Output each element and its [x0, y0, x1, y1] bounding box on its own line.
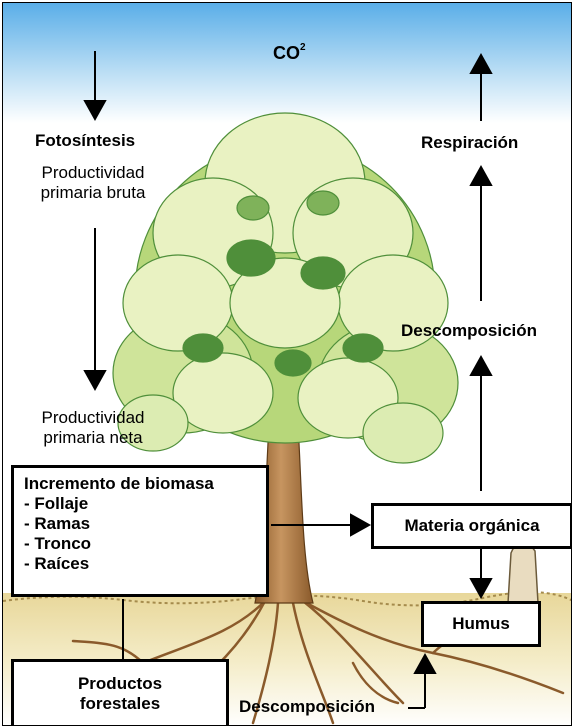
- biomass-title: Incremento de biomasa: [24, 474, 256, 494]
- arrow-head-down: [85, 371, 105, 389]
- gross-line-1: Productividad: [23, 163, 163, 183]
- arrow-head-right: [351, 515, 369, 535]
- net-line-1: Productividad: [23, 408, 163, 428]
- net-productivity-label: Productividad primaria neta: [23, 408, 163, 449]
- biomass-box: Incremento de biomasa - Follaje - Ramas …: [11, 465, 269, 597]
- forest-products-line-1: Productos: [78, 674, 162, 694]
- co2-text: CO: [273, 43, 300, 63]
- organic-matter-box: Materia orgánica: [371, 503, 572, 549]
- tree-canopy: [113, 113, 458, 463]
- gross-line-2: primaria bruta: [23, 183, 163, 203]
- co2-superscript: 2: [300, 42, 306, 53]
- biomass-item-trunk: - Tronco: [24, 534, 256, 554]
- organic-matter-label: Materia orgánica: [404, 516, 539, 536]
- forest-products-box: Productos forestales: [11, 659, 229, 726]
- bottom-decomposition-label: Descomposición: [239, 697, 375, 717]
- biomass-item-branches: - Ramas: [24, 514, 256, 534]
- co2-label: CO2: [273, 43, 306, 65]
- biomass-item-foliage: - Follaje: [24, 494, 256, 514]
- photosynthesis-label: Fotosíntesis: [35, 131, 135, 151]
- respiration-label: Respiración: [421, 133, 518, 153]
- biomass-item-roots: - Raíces: [24, 554, 256, 574]
- humus-box: Humus: [421, 601, 541, 647]
- arrow-head-up: [471, 167, 491, 185]
- net-line-2: primaria neta: [23, 428, 163, 448]
- decomposition-label: Descomposición: [401, 321, 537, 341]
- gross-productivity-label: Productividad primaria bruta: [23, 163, 163, 204]
- tree-stump: [508, 541, 538, 603]
- humus-label: Humus: [452, 614, 510, 634]
- arrow-head-up: [471, 357, 491, 375]
- forest-products-line-2: forestales: [80, 694, 160, 714]
